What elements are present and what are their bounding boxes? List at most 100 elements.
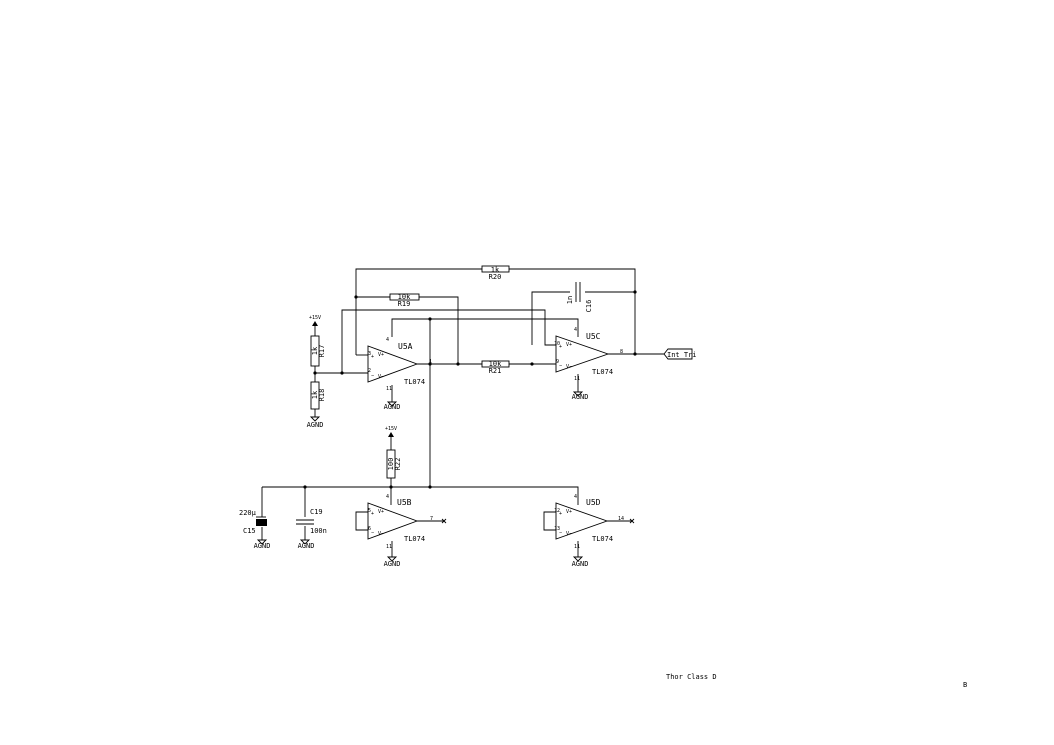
project-title: Thor Class D (666, 673, 717, 681)
svg-text:7: 7 (430, 516, 433, 522)
agnd-u5a: AGND (384, 401, 401, 411)
agnd-u5c: AGND (572, 391, 589, 401)
svg-text:V−: V− (566, 531, 572, 537)
svg-text:+: + (371, 354, 374, 360)
svg-text:11: 11 (574, 544, 580, 550)
output-net-label: Int_Tri (663, 348, 697, 360)
svg-text:U5B: U5B (397, 498, 412, 507)
resistor-r19: 10k R19 (389, 293, 420, 308)
svg-text:R19: R19 (398, 300, 411, 308)
svg-text:1k: 1k (311, 390, 319, 399)
svg-text:−: − (371, 373, 374, 379)
power-15v-r22: +15V (385, 426, 397, 440)
no-connect-marker (441, 518, 635, 524)
svg-text:5: 5 (368, 508, 371, 514)
capacitor-c19: C19 100n (296, 508, 327, 535)
svg-text:TL074: TL074 (404, 378, 425, 386)
svg-text:3: 3 (368, 351, 371, 357)
svg-text:AGND: AGND (298, 542, 315, 550)
svg-text:1k: 1k (311, 346, 319, 355)
svg-text:−: − (371, 530, 374, 536)
svg-text:AGND: AGND (572, 393, 589, 401)
svg-text:R22: R22 (394, 458, 402, 471)
agnd-u5d: AGND (572, 556, 589, 568)
opamp-u5c: + − V+ V− U5C TL074 10 9 8 4 11 (554, 327, 623, 382)
svg-text:11: 11 (386, 544, 392, 550)
svg-text:R18: R18 (318, 389, 326, 402)
svg-text:4: 4 (574, 327, 577, 333)
svg-text:14: 14 (618, 516, 624, 522)
svg-text:+: + (559, 344, 562, 350)
svg-text:Int_Tri: Int_Tri (667, 351, 697, 359)
svg-text:100n: 100n (310, 527, 327, 535)
svg-text:13: 13 (554, 526, 560, 532)
svg-text:R20: R20 (489, 273, 502, 281)
svg-text:V−: V− (378, 531, 384, 537)
svg-text:6: 6 (368, 526, 371, 532)
svg-text:AGND: AGND (307, 421, 324, 429)
junction-dots (303, 290, 637, 489)
svg-text:AGND: AGND (254, 542, 271, 550)
svg-text:U5C: U5C (586, 332, 601, 341)
svg-text:11: 11 (386, 386, 392, 392)
agnd-c19: AGND (298, 539, 315, 550)
svg-text:4: 4 (386, 337, 389, 343)
opamp-u5b: + − V+ V− U5B TL074 5 6 7 4 11 (367, 494, 433, 550)
svg-text:2: 2 (368, 368, 371, 374)
svg-text:+: + (371, 511, 374, 517)
svg-text:10k: 10k (398, 293, 411, 301)
svg-text:TL074: TL074 (592, 535, 613, 543)
svg-text:V−: V− (378, 374, 384, 380)
svg-text:4: 4 (574, 494, 577, 500)
svg-text:10k: 10k (489, 360, 502, 368)
svg-text:V+: V+ (566, 342, 572, 348)
capacitor-c16: 1n C16 (566, 282, 593, 312)
svg-text:10: 10 (554, 341, 560, 347)
svg-text:+15V: +15V (309, 315, 321, 321)
resistor-r21: 10k R21 (481, 360, 510, 375)
svg-text:+: + (559, 511, 562, 517)
opamp-u5a: + − V+ V− U5A TL074 3 2 1 4 11 (367, 337, 432, 392)
svg-text:AGND: AGND (384, 560, 401, 568)
svg-text:+15V: +15V (385, 426, 397, 432)
svg-text:C16: C16 (585, 300, 593, 313)
svg-text:U5A: U5A (398, 342, 413, 351)
svg-text:U5D: U5D (586, 498, 601, 507)
svg-text:9: 9 (556, 359, 559, 365)
resistor-r20: 1k R20 (481, 265, 510, 281)
svg-text:R21: R21 (489, 367, 502, 375)
svg-text:−: − (559, 530, 562, 536)
svg-text:100: 100 (387, 458, 395, 471)
svg-text:11: 11 (574, 376, 580, 382)
svg-text:1k: 1k (491, 266, 500, 274)
svg-text:12: 12 (554, 508, 560, 514)
svg-text:TL074: TL074 (592, 368, 613, 376)
svg-text:AGND: AGND (572, 560, 589, 568)
svg-text:8: 8 (620, 349, 623, 355)
opamp-u5d: + − V+ V− U5D TL074 12 13 14 4 11 (554, 494, 624, 550)
svg-text:V+: V+ (378, 352, 384, 358)
capacitor-c15: 220µ C15 (239, 509, 267, 535)
resistor-r22: 100 R22 (386, 449, 402, 479)
svg-text:4: 4 (386, 494, 389, 500)
svg-text:AGND: AGND (384, 403, 401, 411)
svg-text:220µ: 220µ (239, 509, 257, 517)
sheet-letter: B (963, 681, 967, 689)
svg-text:TL074: TL074 (404, 535, 425, 543)
svg-text:V+: V+ (566, 509, 572, 515)
resistor-r18: 1k R18 (310, 381, 326, 410)
svg-text:C19: C19 (310, 508, 323, 516)
agnd-u5b: AGND (384, 556, 401, 568)
svg-text:−: − (559, 363, 562, 369)
agnd-c15: AGND (254, 539, 271, 550)
svg-text:V−: V− (566, 364, 572, 370)
svg-text:C15: C15 (243, 527, 256, 535)
power-15v-r17: +15V (309, 315, 321, 330)
agnd-r18: AGND (307, 416, 324, 429)
resistor-r17: 1k R17 (310, 335, 326, 367)
svg-text:1n: 1n (566, 296, 574, 304)
svg-text:R17: R17 (318, 345, 326, 358)
svg-text:1: 1 (429, 359, 432, 365)
svg-text:V+: V+ (378, 509, 384, 515)
